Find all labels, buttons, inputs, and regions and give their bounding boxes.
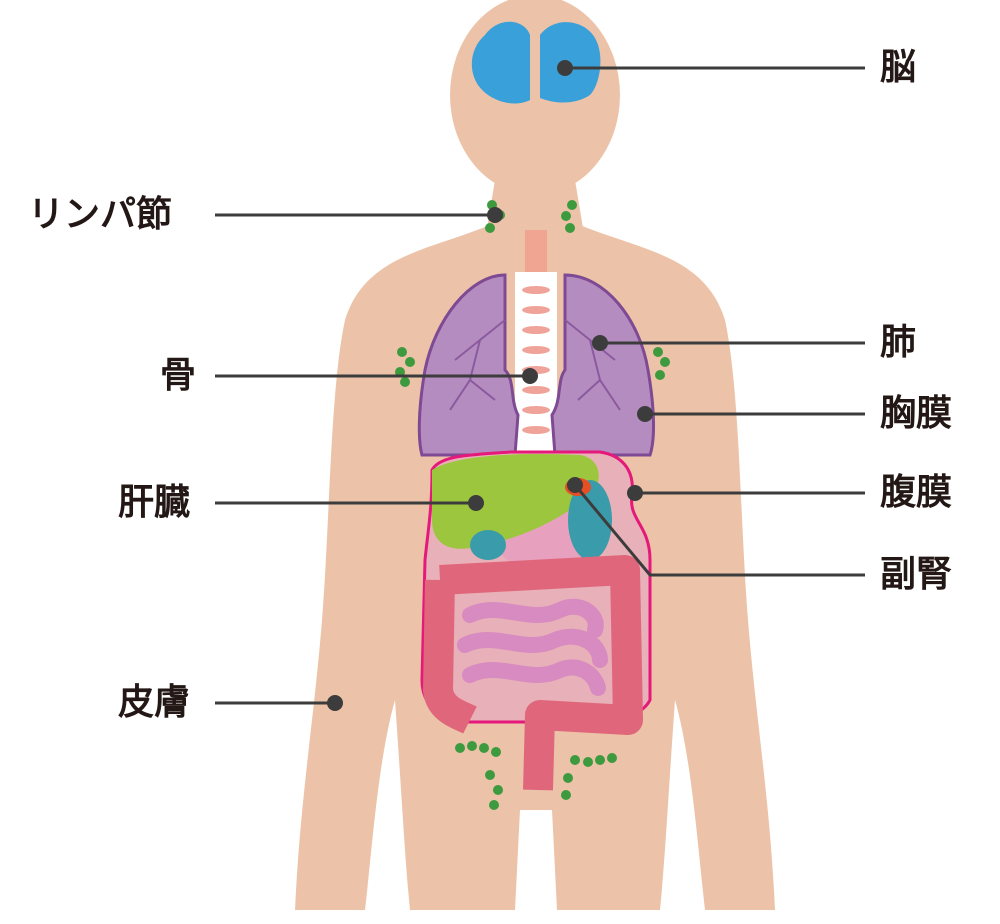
label-liver: 肝臓 <box>118 482 191 523</box>
label-peritoneum: 腹膜 <box>880 472 953 513</box>
bronchi <box>449 319 621 411</box>
ascending-colon <box>422 579 477 734</box>
leader-lines <box>215 66 865 705</box>
left-lung <box>417 273 520 457</box>
lungs <box>417 273 655 457</box>
liver <box>432 453 599 549</box>
label-lung: 肺 <box>880 322 917 363</box>
kidney-left <box>470 530 506 560</box>
small-intestine <box>457 598 608 696</box>
kidney-right <box>568 480 612 560</box>
leader-dots <box>327 60 653 711</box>
label-lymph-node: リンパ節 <box>28 194 173 235</box>
label-adrenal: 副腎 <box>880 554 953 595</box>
lymph-nodes <box>395 200 670 810</box>
colon <box>439 555 643 791</box>
label-brain: 脳 <box>880 47 917 88</box>
vertebrae <box>522 286 550 434</box>
label-pleura: 胸膜 <box>880 393 953 434</box>
label-bone: 骨 <box>160 355 197 396</box>
trachea <box>525 230 547 275</box>
label-skin: 皮膚 <box>118 682 191 723</box>
